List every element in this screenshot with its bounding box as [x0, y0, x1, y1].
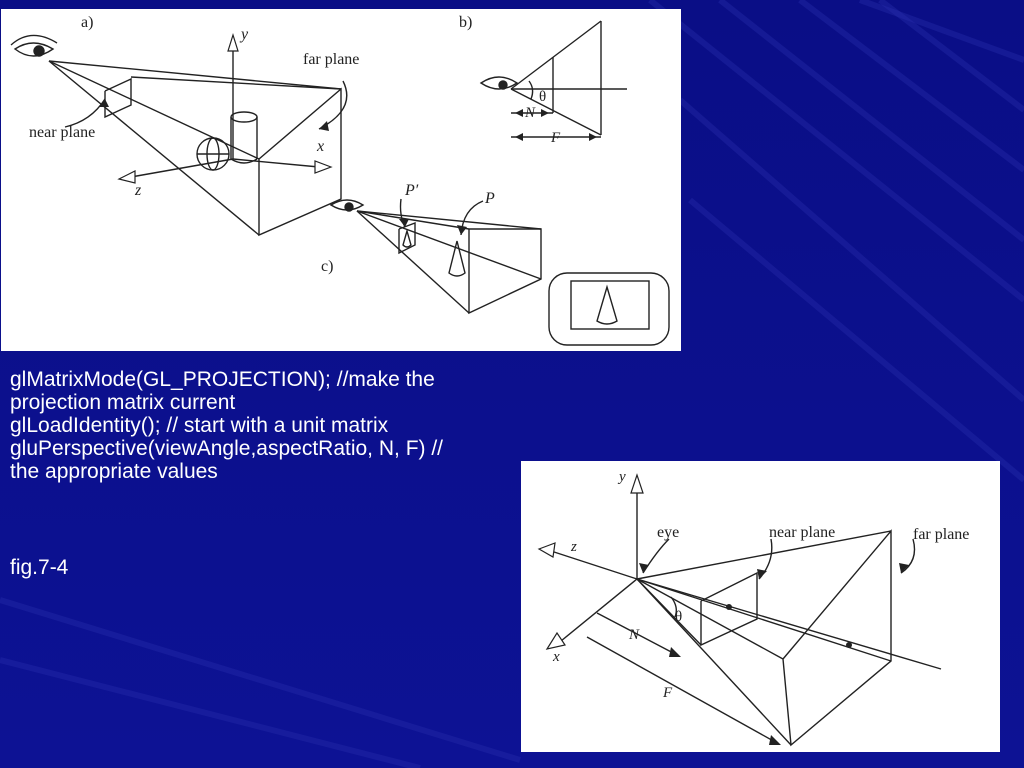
code-line: gluPerspective(viewAngle,aspectRatio, N,…: [10, 437, 444, 460]
axis-y-label: y: [239, 26, 249, 43]
eye-icon-a: [13, 42, 55, 57]
frustum-diagram-eye: y z x eye near plane far plane θ N F: [537, 469, 969, 747]
axis-z-label: z: [134, 182, 142, 199]
code-line: projection matrix current: [10, 391, 236, 414]
n-label-b: N: [524, 105, 536, 121]
axis-z-label-2: z: [570, 539, 577, 555]
near-plane-label-2: near plane: [769, 524, 835, 541]
far-plane-label-2: far plane: [913, 526, 969, 543]
n-label-2: N: [628, 627, 640, 643]
projection-figure-bottom: y z x eye near plane far plane θ N F: [521, 461, 1000, 752]
panel-a-label: a): [81, 14, 93, 31]
theta-label-b: θ: [539, 89, 546, 105]
f-label-2: F: [662, 685, 673, 701]
code-line: the appropriate values: [10, 460, 218, 483]
projection-figure-top: a) b) c) far plane near plane y x z θ N …: [1, 9, 681, 351]
code-line: glMatrixMode(GL_PROJECTION); //make the: [10, 368, 435, 391]
f-label-b: F: [550, 130, 561, 146]
code-snippet: glMatrixMode(GL_PROJECTION); //make the …: [10, 368, 530, 483]
axis-x-label: x: [316, 138, 324, 155]
code-line: glLoadIdentity(); // start with a unit m…: [10, 414, 389, 437]
eye-label: eye: [657, 524, 679, 541]
frustum-diagram-abc: a) b) c) far plane near plane y x z θ N …: [10, 14, 670, 346]
axis-x-label-2: x: [552, 649, 560, 665]
panel-b-label: b): [459, 14, 472, 31]
p-label: P: [484, 190, 495, 207]
panel-c-label: c): [321, 258, 333, 275]
near-plane-label: near plane: [29, 124, 95, 141]
figure-caption: fig.7-4: [10, 556, 69, 579]
p-prime-label: P′: [404, 182, 419, 199]
axis-y-label-2: y: [617, 469, 626, 485]
theta-label-2: θ: [675, 609, 682, 625]
far-plane-label: far plane: [303, 51, 359, 68]
